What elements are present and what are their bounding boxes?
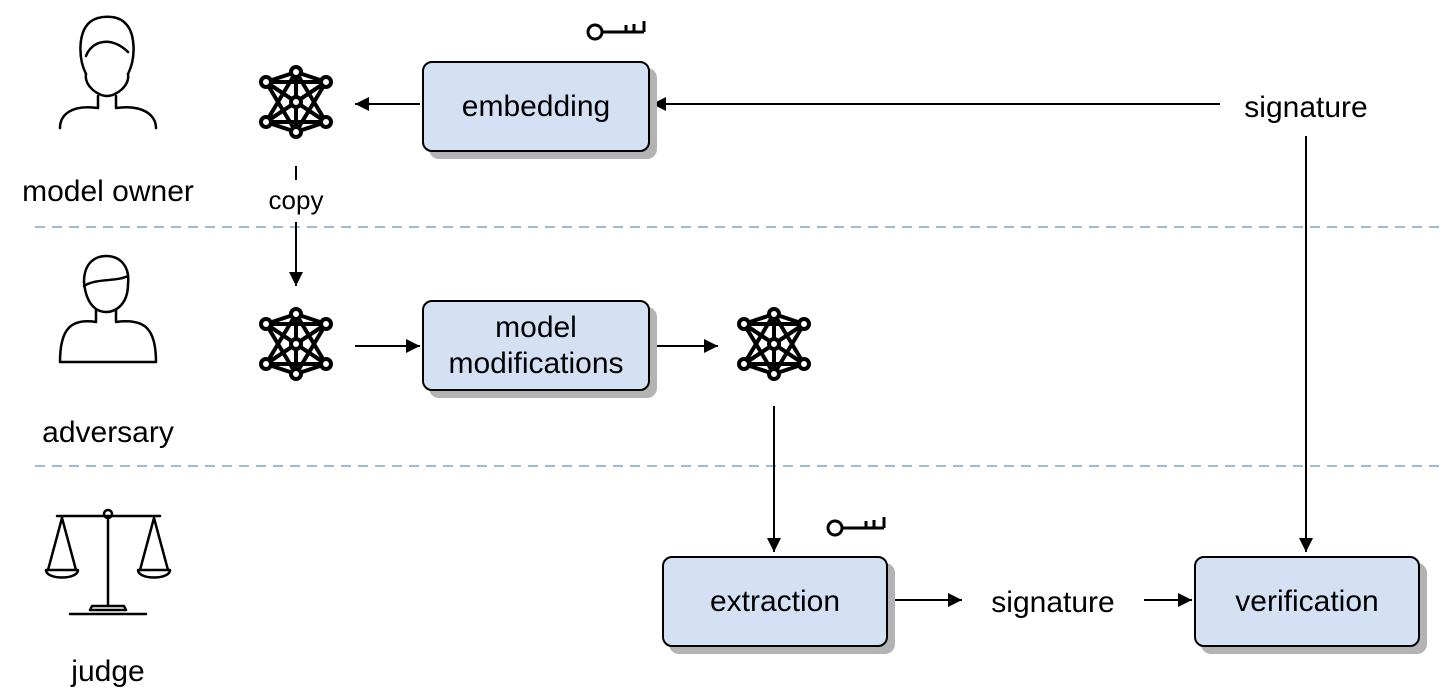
key-icon-extraction — [826, 515, 886, 537]
scales-icon — [44, 508, 172, 616]
key-icon-embedding — [586, 19, 646, 41]
signature-label-bottom: signature — [991, 586, 1115, 619]
person-male-icon — [58, 254, 158, 364]
verification-box: verification — [1194, 556, 1420, 647]
role-label-adversary: adversary — [42, 416, 174, 449]
role-label-judge: judge — [71, 655, 145, 688]
model-modifications-box: model modifications — [422, 300, 650, 391]
signature-label-top: signature — [1244, 91, 1368, 124]
verification-label: verification — [1235, 584, 1379, 618]
modifications-label-line1: model — [495, 310, 577, 344]
role-label-owner: model owner — [22, 175, 194, 208]
neural-network-icon-modified — [737, 307, 811, 381]
neural-network-icon-owner — [259, 65, 333, 139]
extraction-label: extraction — [709, 584, 841, 618]
embedding-label: embedding — [461, 89, 611, 123]
embedding-box: embedding — [422, 61, 650, 152]
modifications-label-line2: modifications — [448, 346, 624, 380]
copy-label: copy — [268, 185, 324, 215]
neural-network-icon-copy — [259, 307, 333, 381]
person-female-icon — [58, 15, 158, 130]
extraction-box: extraction — [662, 556, 888, 647]
